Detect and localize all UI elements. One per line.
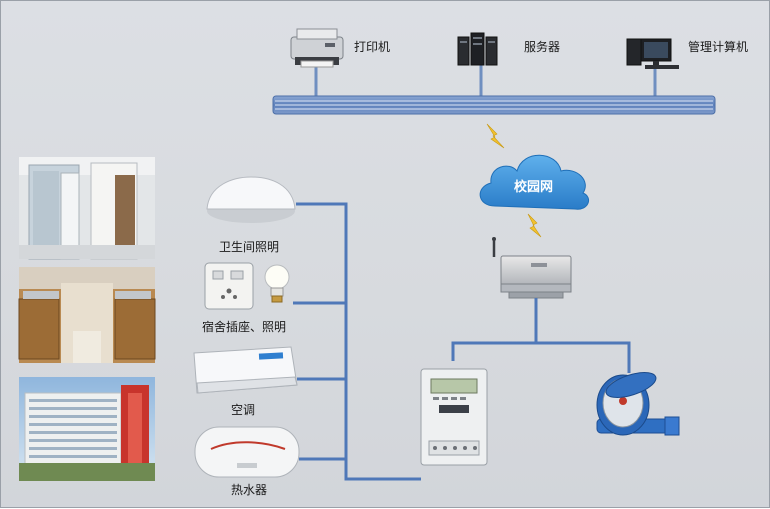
bathroom-photo: [19, 157, 155, 260]
computer-icon: [626, 38, 679, 69]
printer-label: 打印机: [354, 40, 390, 54]
device-connection-lines: [293, 202, 421, 481]
server-icon: [457, 32, 498, 66]
bathroom-light-label: 卫生间照明: [219, 240, 279, 254]
meter-connection-lines: [451, 298, 631, 373]
air-conditioner-label: 空调: [231, 403, 255, 417]
management-pc-label: 管理计算机: [688, 39, 748, 54]
lightning-bolt-icon: [527, 213, 542, 238]
wall-socket-icon: [204, 262, 254, 310]
water-heater-label: 热水器: [231, 483, 267, 497]
cloud-label: 校园网: [514, 179, 553, 195]
lightning-bolt-icon: [486, 123, 505, 149]
socket-lighting-label: 宿舍插座、照明: [202, 319, 286, 334]
printer-icon: [290, 28, 344, 68]
air-conditioner-icon: [193, 346, 298, 394]
campus-network-cloud: [479, 154, 590, 210]
dorm-room-photo: [18, 267, 156, 363]
water-meter-icon: [596, 372, 680, 436]
gateway-device-icon: [492, 237, 572, 299]
water-heater-icon: [194, 426, 300, 478]
electricity-meter-icon: [420, 368, 488, 466]
light-bulb-icon: [264, 264, 290, 303]
server-label: 服务器: [524, 39, 560, 54]
ceiling-lamp-icon: [206, 176, 296, 223]
dormitory-building-photo: [19, 377, 155, 481]
network-bus: [272, 95, 716, 115]
